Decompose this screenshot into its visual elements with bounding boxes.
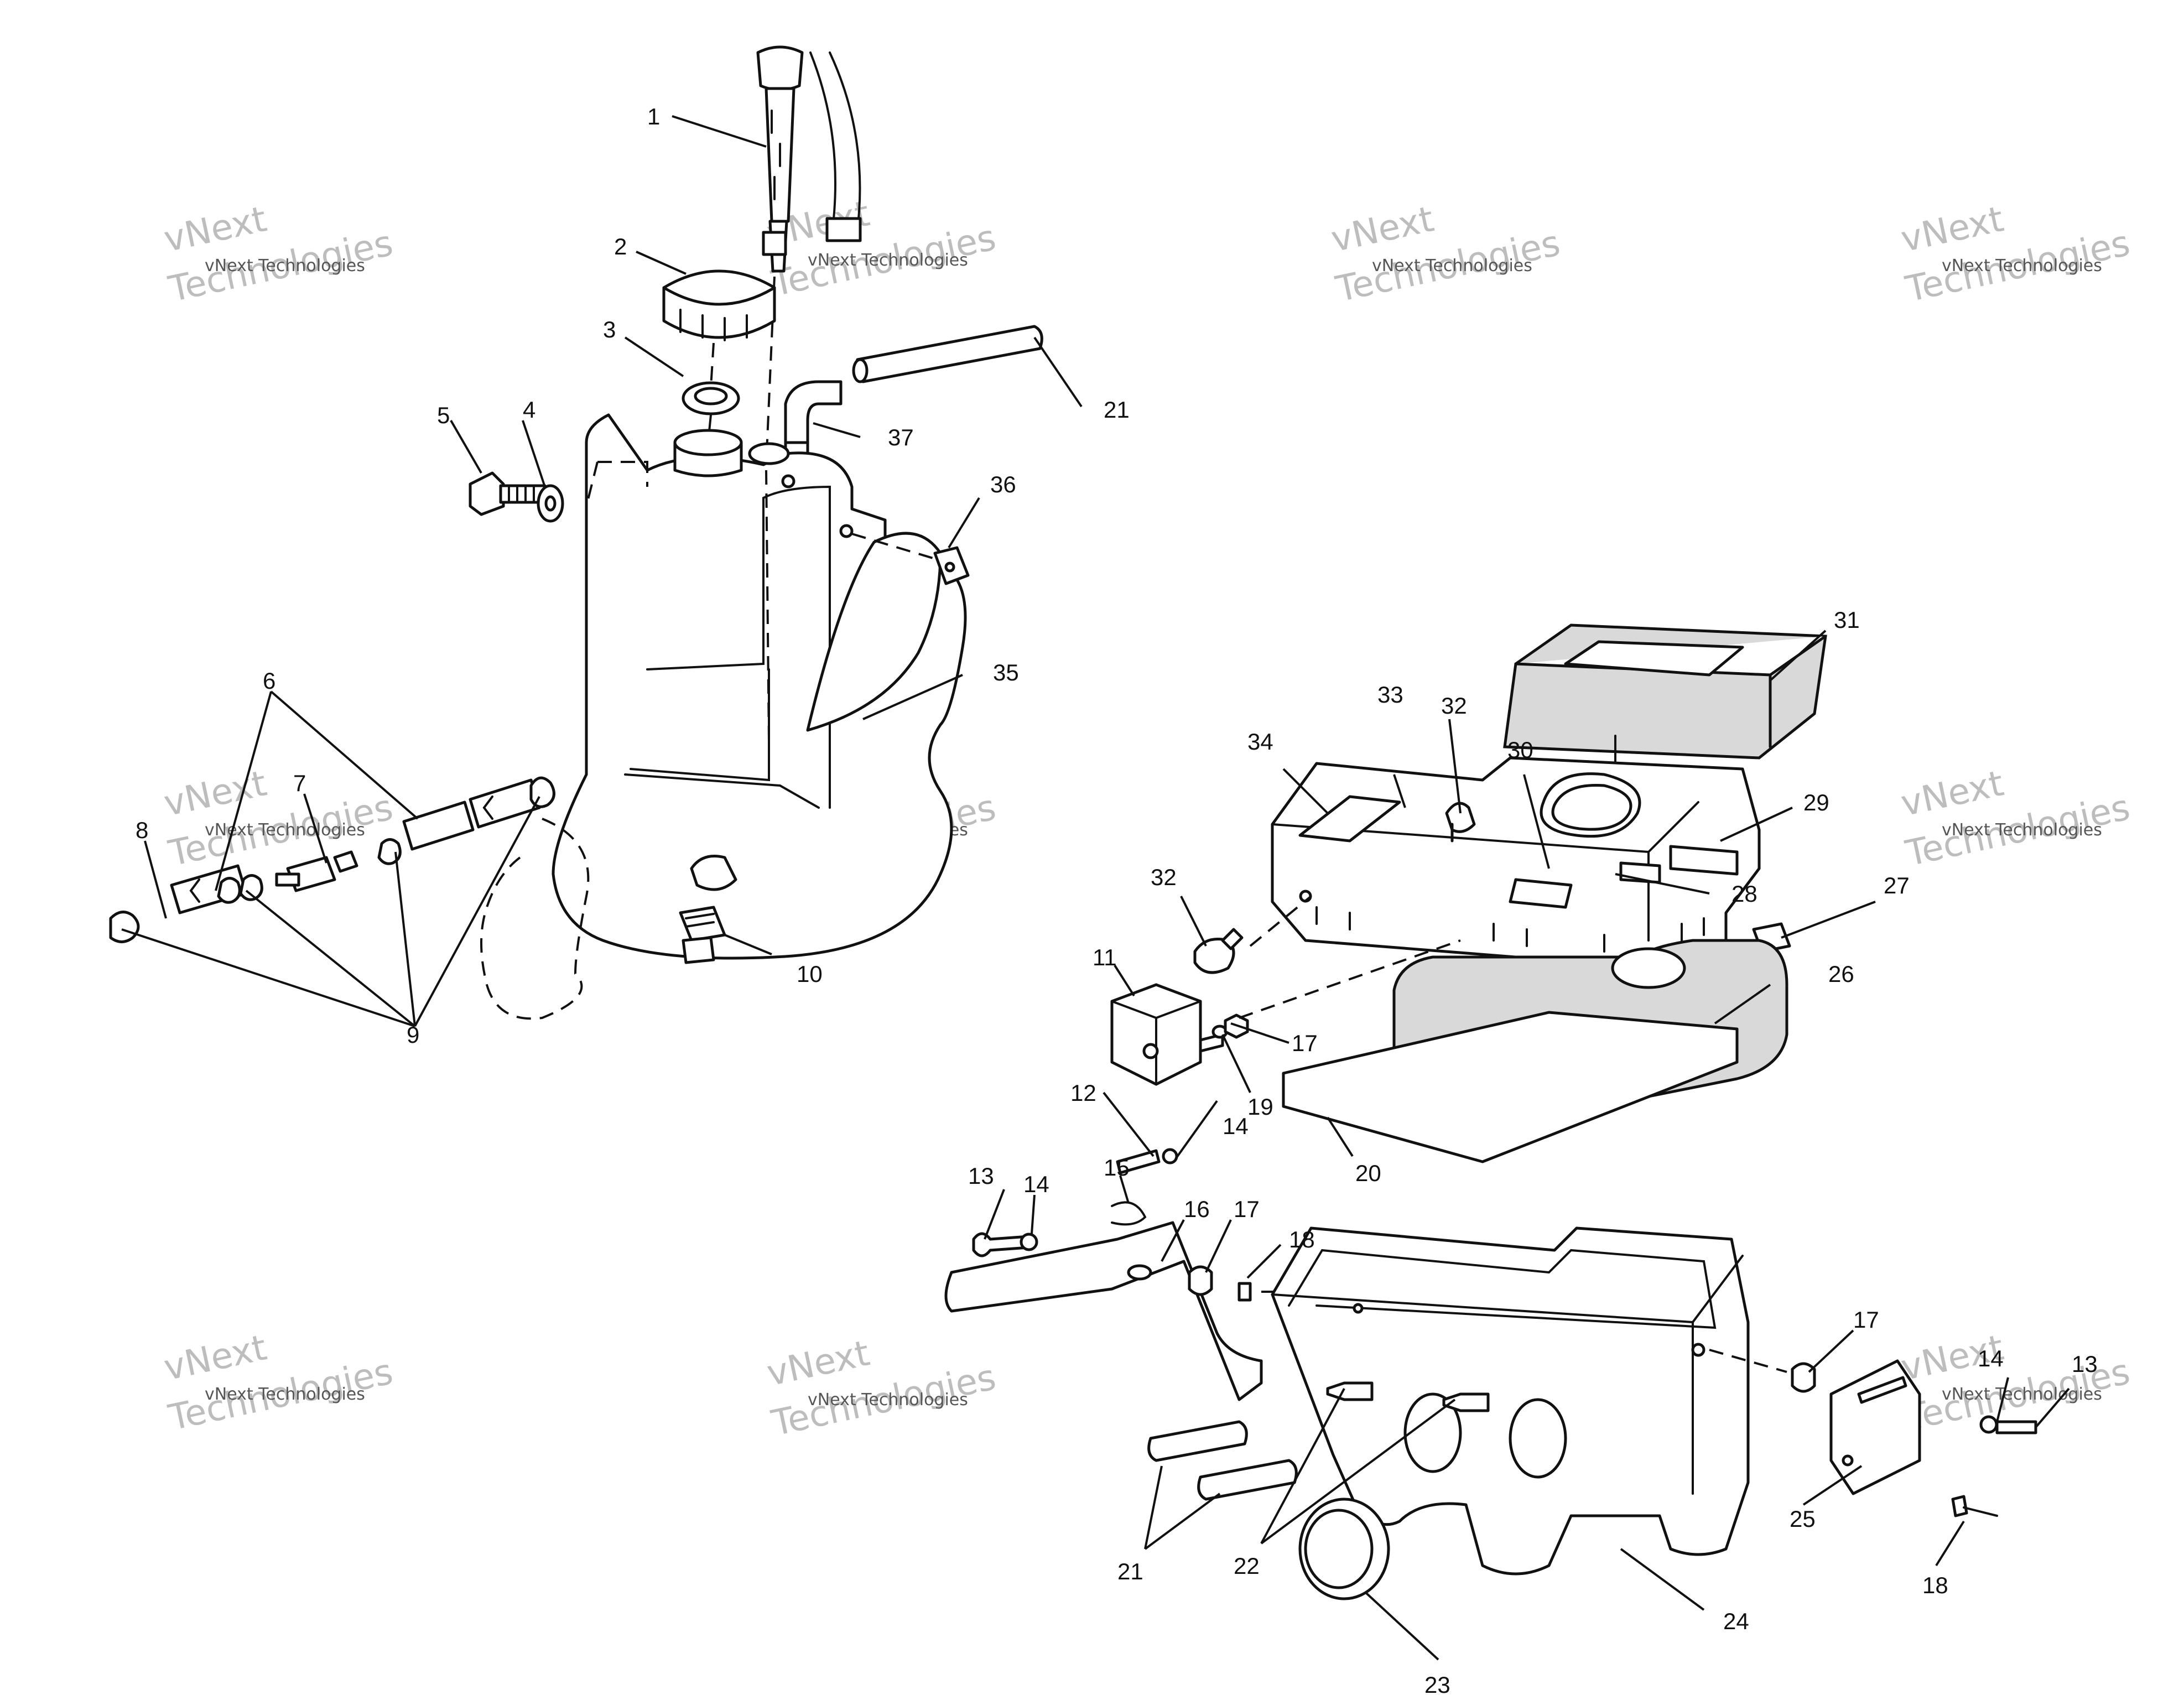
callout-32-lower: 32 [1151, 864, 1177, 890]
callout-3: 3 [603, 316, 616, 342]
callout-35: 35 [993, 659, 1019, 685]
callout-32-upper: 32 [1441, 693, 1467, 719]
callout-28: 28 [1731, 881, 1757, 907]
side-screw [1951, 1495, 1968, 1517]
mounting-bracket [944, 1221, 1263, 1401]
callout-26: 26 [1828, 961, 1854, 987]
callout-21-lower: 21 [1117, 1558, 1143, 1584]
callout-18-bracket: 18 [1289, 1226, 1315, 1252]
watermark-small: vNext Technologies [808, 251, 968, 270]
callout-13-right: 13 [2072, 1351, 2098, 1377]
watermark-small: vNext Technologies [1942, 820, 2102, 840]
tank-bolt [469, 471, 547, 516]
callout-8: 8 [136, 817, 148, 843]
callout-27: 27 [1884, 872, 1910, 898]
tank-clip [933, 546, 970, 585]
callout-1: 1 [647, 103, 660, 129]
pump-screw [1116, 1149, 1161, 1174]
bracket-nut [1020, 1233, 1038, 1251]
callout-31: 31 [1834, 607, 1860, 633]
callout-13-left: 13 [968, 1163, 994, 1189]
callout-7: 7 [293, 770, 306, 796]
watermark-small: vNext Technologies [1372, 256, 1532, 275]
bracket-screw [1237, 1282, 1252, 1302]
callout-14-bracket: 14 [1023, 1171, 1049, 1197]
side-bolt [1995, 1420, 2037, 1434]
callout-4: 4 [523, 397, 535, 423]
lower-hoses [1147, 1420, 1298, 1501]
callout-33: 33 [1377, 682, 1403, 708]
callout-6: 6 [263, 668, 275, 694]
watermark-small: vNext Technologies [808, 1390, 968, 1410]
callout-21-upper: 21 [1104, 397, 1130, 423]
bracket-grommet [1188, 1265, 1213, 1296]
dipstick-part [756, 45, 862, 273]
callout-14-side: 14 [1978, 1345, 2004, 1371]
callout-labels: 1 2 3 4 5 6 7 8 9 10 11 12 13 13 14 14 1… [136, 103, 2098, 1698]
intake-boot [1298, 1498, 1390, 1600]
hose-clamp-upper [1445, 802, 1476, 843]
side-nut [1979, 1415, 1998, 1434]
side-grommet [1791, 1362, 1816, 1393]
callout-17-pump: 17 [1292, 1030, 1318, 1056]
oil-tank-body [552, 413, 967, 960]
callout-18-side: 18 [1922, 1572, 1948, 1598]
callout-20: 20 [1355, 1160, 1381, 1186]
callout-30: 30 [1507, 737, 1533, 763]
callout-14-pump: 14 [1223, 1113, 1249, 1139]
vent-hose [852, 325, 1043, 383]
callout-25: 25 [1790, 1506, 1816, 1532]
elbow-fitting [784, 380, 843, 458]
retaining-clip [1111, 1201, 1147, 1226]
watermark-small: vNext Technologies [205, 820, 365, 840]
callout-17-bracket: 17 [1234, 1196, 1260, 1222]
oil-line-assembly [109, 776, 555, 943]
callout-34: 34 [1247, 729, 1273, 755]
hose-clamp-lower [1193, 928, 1244, 974]
mounting-plate [1282, 1011, 1739, 1163]
side-plate [1829, 1359, 1921, 1495]
airbox-assembly [944, 623, 2037, 1600]
oil-tank-assembly [109, 45, 1043, 1020]
callout-15: 15 [1104, 1155, 1130, 1181]
callout-9: 9 [407, 1022, 419, 1048]
callout-29: 29 [1803, 789, 1829, 815]
callout-22: 22 [1234, 1553, 1260, 1579]
tank-cap [662, 269, 776, 341]
callout-10: 10 [797, 961, 823, 987]
callout-12: 12 [1070, 1080, 1096, 1106]
callout-16: 16 [1184, 1196, 1210, 1222]
airbox-base [1271, 1226, 1750, 1576]
cap-gasket [682, 381, 740, 415]
callout-19: 19 [1247, 1094, 1273, 1120]
leader-lines [121, 115, 2070, 1661]
watermark-small: vNext Technologies [205, 1385, 365, 1404]
top-foam-filter [1503, 623, 1827, 760]
callout-37: 37 [888, 424, 914, 450]
callout-2: 2 [614, 233, 627, 259]
callout-36: 36 [990, 471, 1016, 497]
pump-nut [1162, 1148, 1178, 1164]
watermark-small: vNext Technologies [1942, 1385, 2102, 1404]
fuel-pump [1110, 983, 1224, 1086]
callout-11: 11 [1093, 944, 1117, 970]
callout-24: 24 [1723, 1608, 1749, 1634]
callout-5: 5 [437, 402, 450, 428]
callout-17-side: 17 [1853, 1307, 1879, 1333]
callout-23: 23 [1424, 1672, 1450, 1698]
watermark-small: vNext Technologies [205, 256, 365, 275]
watermark-small: vNext Technologies [1942, 256, 2102, 275]
